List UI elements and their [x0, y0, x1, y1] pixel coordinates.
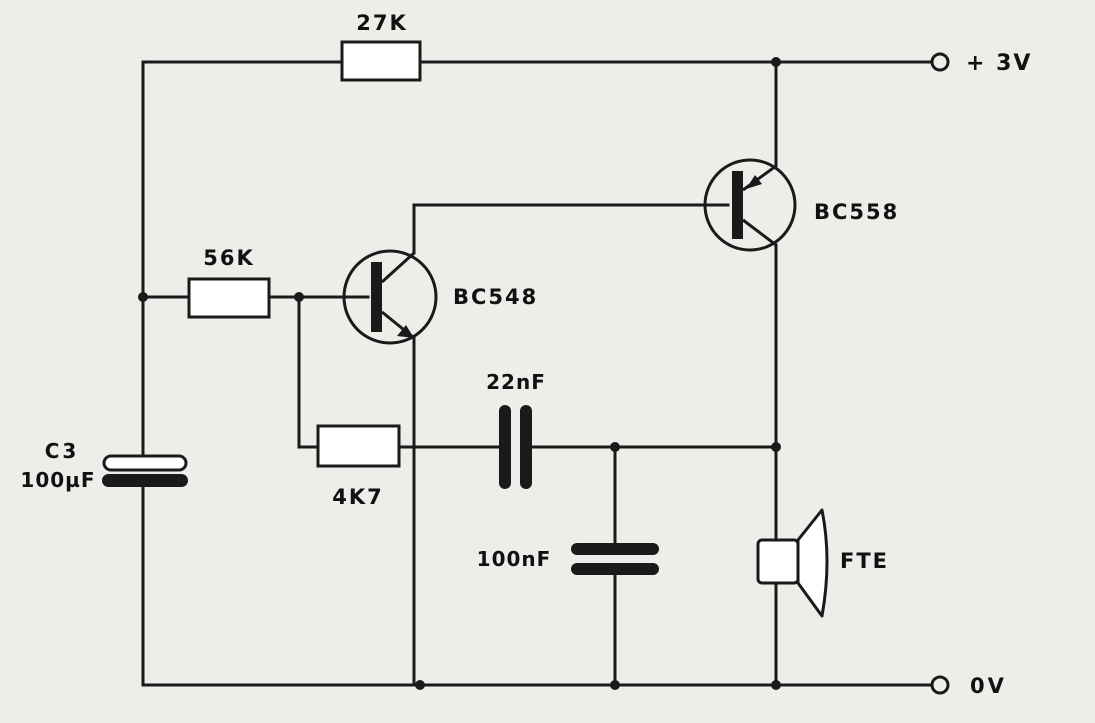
bc548-emitter-arrow: [397, 325, 414, 338]
wires: [141, 60, 934, 687]
cap-22nf-plate-left: [499, 405, 511, 489]
speaker-cone: [796, 508, 829, 618]
junction-dot: [610, 442, 620, 452]
wire-q1-collector-to-q2-base: [412, 203, 730, 255]
supply-terminal: [930, 52, 950, 72]
junction-dot: [771, 57, 781, 67]
junction-dot: [138, 292, 148, 302]
label-100nf: 100nF: [477, 547, 552, 571]
label-27k: 27K: [356, 11, 408, 35]
bc558-emitter-arrow: [746, 175, 762, 189]
label-supply: + 3V: [966, 51, 1032, 76]
capacitor-22nf: [499, 405, 532, 489]
bc548-collector-lead: [380, 251, 416, 284]
wire-feedback-4k7: [297, 295, 320, 449]
label-ground: 0V: [970, 674, 1007, 698]
capacitor-c3: [102, 454, 188, 487]
label-c3: C3: [45, 439, 80, 463]
bc558-body: [703, 158, 797, 252]
capacitor-100nf: [571, 543, 659, 575]
bc558-base-bar: [732, 171, 743, 239]
resistor-4k7: [316, 424, 401, 468]
bc558-collector-lead: [742, 218, 777, 247]
ground-terminal: [930, 675, 950, 695]
resistor-56k: [187, 277, 271, 319]
junction-dot: [294, 292, 304, 302]
junction-dot: [771, 680, 781, 690]
c3-negative-plate: [102, 474, 188, 487]
c3-positive-plate: [102, 454, 188, 472]
bc548-body: [342, 249, 438, 345]
junction-dot: [610, 680, 620, 690]
label-56k: 56K: [203, 246, 255, 270]
labels: 27K + 3V 56K BC558 BC548 22nF C3 100µF 4…: [20, 11, 1032, 698]
label-bc558: BC558: [814, 200, 899, 224]
label-4k7: 4K7: [332, 485, 384, 509]
cap-100nf-plate-bottom: [571, 563, 659, 575]
label-c3-value: 100µF: [20, 468, 95, 492]
speaker: [756, 508, 829, 618]
transistor-bc558: [703, 158, 797, 252]
speaker-magnet: [756, 538, 800, 585]
junctions: [138, 57, 781, 690]
junction-dot: [415, 680, 425, 690]
cap-100nf-plate-top: [571, 543, 659, 555]
transistor-bc548: [342, 249, 438, 345]
label-speaker: FTE: [840, 549, 889, 573]
label-22nf: 22nF: [486, 370, 546, 394]
junction-dot: [771, 442, 781, 452]
bc548-base-bar: [371, 262, 382, 332]
resistor-27k: [340, 40, 422, 82]
cap-22nf-plate-right: [520, 405, 532, 489]
label-bc548: BC548: [453, 285, 538, 309]
